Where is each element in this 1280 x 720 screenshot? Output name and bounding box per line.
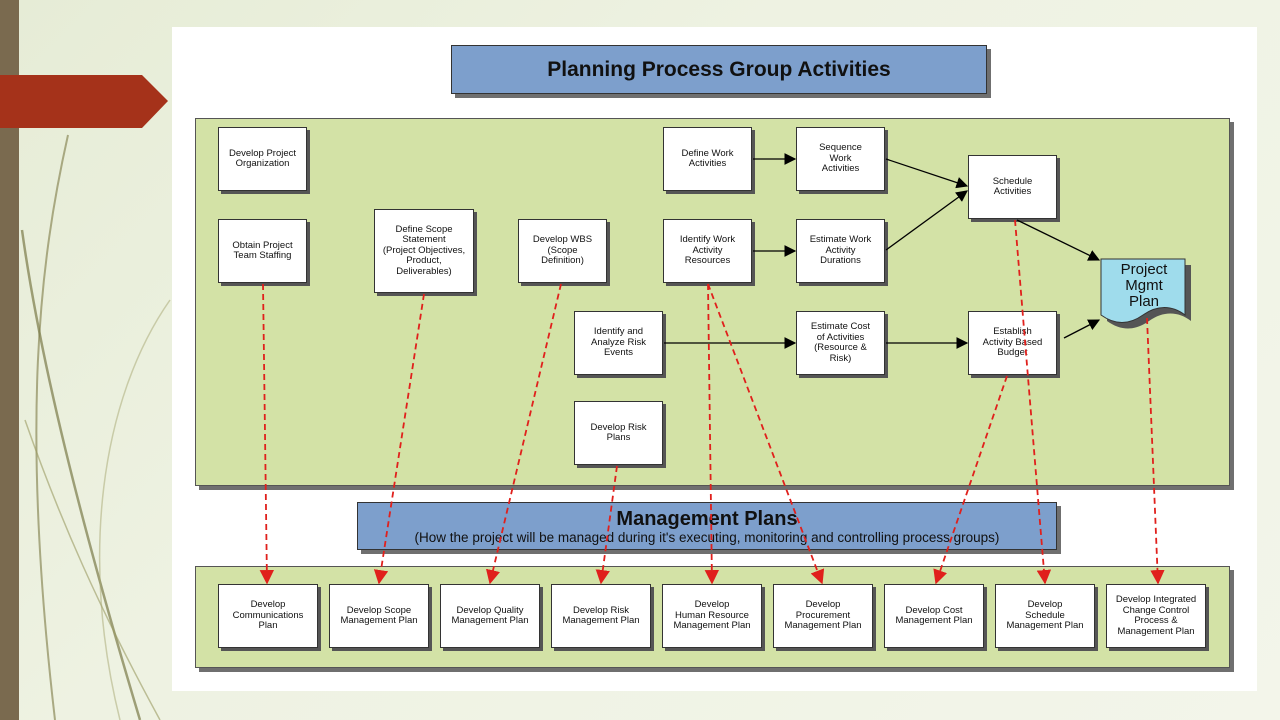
plan-scope: Develop Scope Management Plan — [329, 584, 429, 648]
node-develop-project-organization: Develop Project Organization — [218, 127, 307, 191]
project-mgmt-plan-document: Project Mgmt Plan — [1100, 258, 1191, 329]
diagram-title-bar: Planning Process Group Activities — [451, 45, 987, 94]
plan-communications: Develop Communications Plan — [218, 584, 318, 648]
node-estimate-work-activity-durations: Estimate Work Activity Durations — [796, 219, 885, 283]
node-schedule-activities: Schedule Activities — [968, 155, 1057, 219]
plan-risk: Develop Risk Management Plan — [551, 584, 651, 648]
plan-human-resource: Develop Human Resource Management Plan — [662, 584, 762, 648]
node-estimate-cost-of-activities: Estimate Cost of Activities (Resource & … — [796, 311, 885, 375]
plan-integrated-change-control: Develop Integrated Change Control Proces… — [1106, 584, 1206, 648]
document-shape-icon — [1100, 258, 1191, 329]
management-plans-subtitle: (How the project will be managed during … — [414, 529, 1000, 545]
decorative-swirl — [20, 134, 171, 720]
node-obtain-project-team-staffing: Obtain Project Team Staffing — [218, 219, 307, 283]
node-sequence-work-activities: Sequence Work Activities — [796, 127, 885, 191]
node-develop-wbs: Develop WBS (Scope Definition) — [518, 219, 607, 283]
plan-procurement: Develop Procurement Management Plan — [773, 584, 873, 648]
node-define-work-activities: Define Work Activities — [663, 127, 752, 191]
diagram-title: Planning Process Group Activities — [547, 57, 891, 81]
plan-cost: Develop Cost Management Plan — [884, 584, 984, 648]
node-establish-activity-based-budget: Establish Activity Based Budget — [968, 311, 1057, 375]
slide-accent-tab — [0, 75, 168, 128]
plan-quality: Develop Quality Management Plan — [440, 584, 540, 648]
node-identify-analyze-risk-events: Identify and Analyze Risk Events — [574, 311, 663, 375]
plan-schedule: Develop Schedule Management Plan — [995, 584, 1095, 648]
management-plans-title: Management Plans — [616, 507, 798, 530]
slide-left-bar — [0, 0, 19, 720]
node-define-scope-statement: Define Scope Statement (Project Objectiv… — [374, 209, 474, 293]
management-plans-banner: Management Plans (How the project will b… — [357, 502, 1057, 550]
node-identify-work-activity-resources: Identify Work Activity Resources — [663, 219, 752, 283]
project-mgmt-plan-label: Project Mgmt Plan — [1120, 261, 1168, 310]
node-develop-risk-plans: Develop Risk Plans — [574, 401, 663, 465]
